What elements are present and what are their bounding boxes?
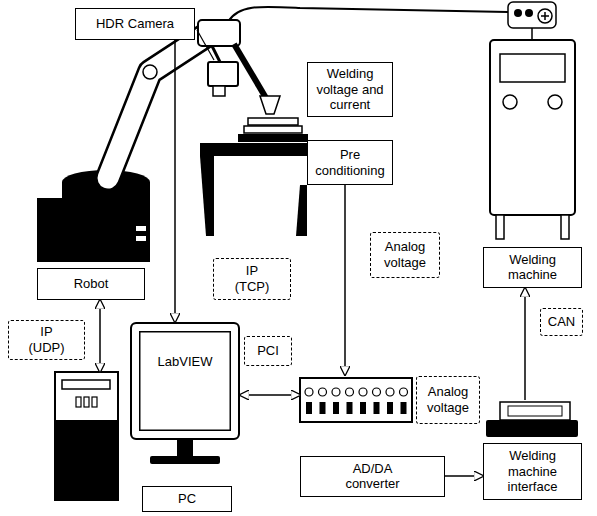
node-label: Analog voltage bbox=[421, 384, 475, 415]
measurement-box: Welding voltage and current bbox=[307, 62, 393, 117]
interface-base bbox=[486, 420, 578, 437]
table-top bbox=[200, 143, 307, 156]
protocol-tag: PCI bbox=[244, 336, 292, 366]
welding-machine: Welding machine bbox=[483, 38, 582, 288]
monitor-base bbox=[150, 456, 220, 464]
machine-leg bbox=[561, 215, 569, 239]
signal-tag: Analog voltage bbox=[416, 376, 480, 424]
connector-arrow bbox=[174, 40, 176, 322]
monitor: LabVIEW bbox=[130, 322, 240, 440]
adda-converter: AD/DA converter bbox=[300, 375, 445, 497]
adda-rack bbox=[300, 378, 412, 422]
machine-knob bbox=[503, 95, 517, 109]
node-label: Pre conditioning bbox=[312, 147, 388, 178]
node-label: LabVIEW bbox=[158, 354, 213, 370]
rack-port bbox=[332, 388, 340, 396]
rack-terminal bbox=[320, 402, 326, 414]
torch-nozzle bbox=[260, 96, 280, 114]
welding-machine-interface: Welding machine interface bbox=[483, 400, 582, 500]
label-box: Welding machine bbox=[483, 247, 582, 288]
rack-port bbox=[400, 388, 408, 396]
rack-port bbox=[359, 388, 367, 396]
welding-cable bbox=[228, 7, 508, 22]
pc-tower-lower bbox=[55, 420, 118, 500]
drive-slot bbox=[62, 380, 110, 389]
rack-port bbox=[305, 388, 313, 396]
machine-leg bbox=[496, 215, 504, 239]
robot-base-detail bbox=[136, 226, 146, 231]
process-box: Pre conditioning bbox=[307, 140, 393, 185]
node-label: Analog voltage bbox=[378, 239, 432, 270]
node-label: AD/DA converter bbox=[338, 461, 408, 492]
rack-port bbox=[373, 388, 381, 396]
workpiece bbox=[248, 118, 298, 125]
monitor-stand bbox=[177, 440, 193, 456]
connector-arrow bbox=[445, 475, 483, 477]
interface-panel bbox=[500, 402, 570, 420]
robot-arm bbox=[108, 36, 205, 178]
rack-port bbox=[346, 388, 354, 396]
robot-label-box: Robot bbox=[37, 268, 145, 300]
pc-button bbox=[92, 397, 97, 407]
rack-ports bbox=[305, 388, 408, 414]
machine-knob bbox=[548, 95, 562, 109]
connector-lead bbox=[531, 28, 533, 40]
rack-terminal bbox=[347, 402, 353, 414]
node-label: Robot bbox=[74, 276, 109, 292]
workpiece-base bbox=[238, 134, 308, 142]
protocol-tag: IP (UDP) bbox=[8, 320, 85, 360]
connector-socket bbox=[525, 9, 533, 17]
rack-port bbox=[386, 388, 394, 396]
camera-label-box: HDR Camera bbox=[75, 8, 195, 40]
rack-terminal bbox=[374, 402, 380, 414]
connector-arrow bbox=[99, 300, 101, 372]
hdr-camera bbox=[208, 62, 238, 86]
robot-base bbox=[37, 182, 150, 262]
leader-line bbox=[197, 30, 214, 60]
connector-arrow bbox=[240, 394, 300, 396]
rack-terminal bbox=[333, 402, 339, 414]
label-box: AD/DA converter bbox=[300, 456, 445, 497]
node-label: Welding voltage and current bbox=[312, 66, 388, 113]
connector-socket bbox=[514, 9, 522, 17]
label-box: PC bbox=[142, 486, 232, 512]
signal-tag: Analog voltage bbox=[370, 232, 440, 278]
camera-lens bbox=[213, 86, 225, 96]
robot-base-detail bbox=[136, 236, 146, 241]
rack-terminal bbox=[306, 402, 312, 414]
pc-button bbox=[76, 397, 81, 407]
node-label: PC bbox=[178, 491, 196, 507]
protocol-tag: IP (TCP) bbox=[213, 258, 291, 300]
node-label: Welding machine bbox=[502, 252, 564, 283]
rack-port bbox=[319, 388, 327, 396]
interface-slot bbox=[508, 406, 562, 416]
robot-joint bbox=[143, 65, 157, 79]
node-label: HDR Camera bbox=[96, 16, 174, 32]
protocol-tag: CAN bbox=[540, 308, 583, 336]
rack-terminal bbox=[387, 402, 393, 414]
node-label: Welding machine interface bbox=[502, 448, 564, 495]
node-label: IP (UDP) bbox=[25, 324, 69, 355]
connector-socket bbox=[538, 9, 552, 23]
plus-sign bbox=[541, 12, 549, 20]
pc-tower bbox=[55, 372, 118, 500]
rack-terminal bbox=[360, 402, 366, 414]
connector-arrow bbox=[344, 185, 346, 375]
node-label: CAN bbox=[548, 314, 575, 330]
rack-terminal bbox=[401, 402, 407, 414]
label-box: Welding machine interface bbox=[483, 443, 582, 500]
table-leg bbox=[296, 185, 307, 236]
connector-arrow bbox=[524, 288, 526, 400]
robot-arm bbox=[108, 36, 205, 178]
node-label: IP (TCP) bbox=[231, 263, 273, 294]
pc-button bbox=[84, 397, 89, 407]
welding-machine-body bbox=[490, 40, 575, 215]
node-label: PCI bbox=[257, 343, 279, 359]
table-leg bbox=[200, 156, 214, 236]
workpiece bbox=[244, 126, 302, 133]
machine-display bbox=[500, 54, 565, 82]
machine-connector bbox=[508, 2, 556, 28]
